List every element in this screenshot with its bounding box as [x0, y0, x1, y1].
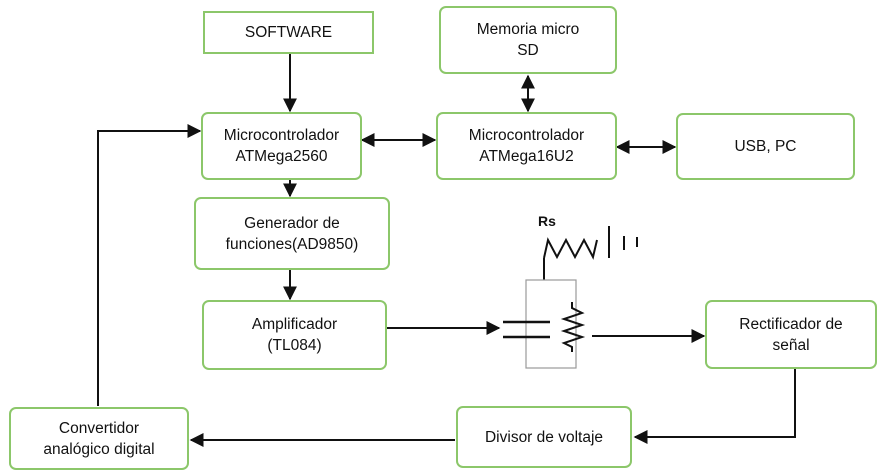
wire-feedback-convertidor-to-mcu2560 — [97, 124, 202, 406]
microcontrolador-atmega16u2-block: Microcontrolador ATMega16U2 — [436, 112, 617, 180]
circuit-frame — [525, 279, 577, 369]
generador-de-funciones-block: Generador de funciones(AD9850) — [194, 197, 390, 270]
usb-pc-block: USB, PC — [676, 113, 855, 180]
memoria-micro-sd-block: Memoria micro SD — [439, 6, 617, 74]
wire-rectificador-to-divisor — [633, 369, 796, 444]
rs-resistor-zigzag — [543, 237, 598, 260]
convertidor-analogico-digital-block: Convertidor analógico digital — [9, 407, 189, 470]
divisor-de-voltaje-block: Divisor de voltaje — [456, 406, 632, 468]
amplificador-block: Amplificador (TL084) — [202, 300, 387, 370]
rs-circuit — [503, 226, 638, 369]
microcontrolador-atmega2560-block: Microcontrolador ATMega2560 — [201, 112, 362, 180]
rs-label: Rs — [538, 213, 556, 229]
software-block: SOFTWARE — [203, 11, 374, 54]
rectificador-de-senal-block: Rectificador de señal — [705, 300, 877, 369]
parallel-resistor-zigzag — [560, 302, 586, 352]
